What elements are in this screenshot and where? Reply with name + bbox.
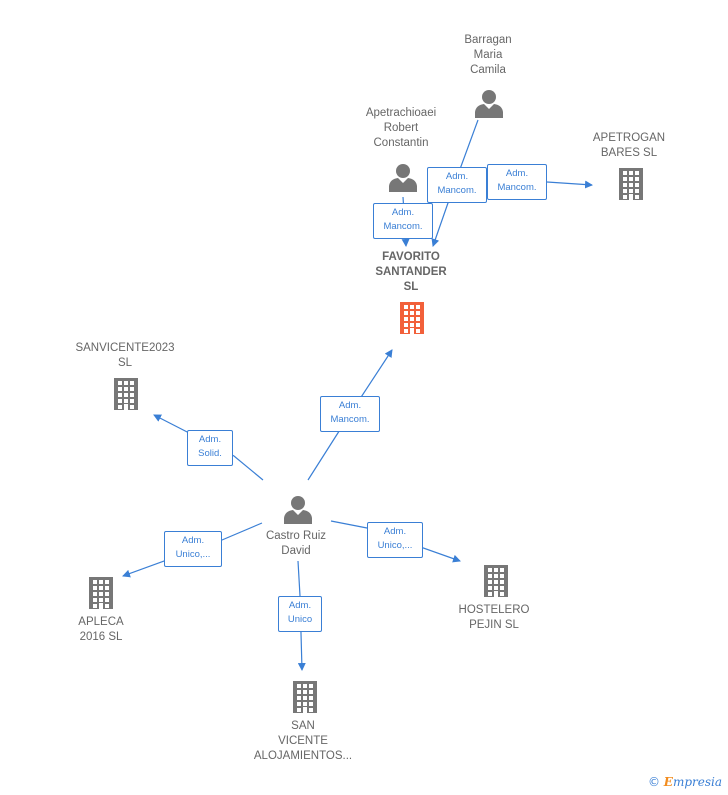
- icons-layer: [89, 90, 643, 713]
- edges-layer: [122, 119, 593, 671]
- building-icon-hostelero[interactable]: [484, 565, 508, 597]
- building-icon-sanvicente-aloj[interactable]: [293, 681, 317, 713]
- node-label-apetrogan[interactable]: APETROGAN BARES SL: [592, 132, 666, 159]
- person-icon-castro[interactable]: [284, 496, 312, 524]
- building-icon-apetrogan[interactable]: [619, 168, 643, 200]
- edge-barragan-apetrogan: [546, 180, 593, 189]
- edge-label-castro-hostelero[interactable]: Adm. Unico,...: [367, 522, 423, 558]
- node-label-castro[interactable]: Castro Ruiz David: [265, 530, 327, 557]
- node-label-barragan[interactable]: Barragan Maria Camila: [464, 34, 512, 76]
- brand-initial: E: [663, 775, 673, 789]
- footer-brand: © Empresia: [648, 775, 722, 789]
- building-icon-sanvicente2023[interactable]: [114, 378, 138, 410]
- node-label-sanvicente2023[interactable]: SANVICENTE2023 SL: [75, 342, 175, 369]
- building-icon-apleca[interactable]: [89, 577, 113, 609]
- edge-label-castro-favorito[interactable]: Adm. Mancom.: [320, 396, 380, 432]
- edge-label-castro-sanvicente-aloj[interactable]: Adm. Unico: [278, 596, 322, 632]
- edge-castro-apleca: [122, 522, 263, 578]
- edge-label-barragan-apetrogan[interactable]: Adm. Mancom.: [487, 164, 547, 200]
- person-icon-apetrachioaei[interactable]: [389, 164, 417, 192]
- person-icon-barragan[interactable]: [475, 90, 503, 118]
- edge-label-barragan-favorito[interactable]: Adm. Mancom.: [427, 167, 487, 203]
- edge-label-apetrachioaei-favorito[interactable]: Adm. Mancom.: [373, 203, 433, 239]
- node-label-favorito[interactable]: FAVORITO SANTANDER SL: [375, 251, 447, 293]
- edge-castro-sanvicente2023: [153, 414, 264, 481]
- edge-label-castro-sanvicente2023[interactable]: Adm. Solid.: [187, 430, 233, 466]
- copyright-icon: ©: [647, 775, 660, 789]
- node-label-hostelero[interactable]: HOSTELERO PEJIN SL: [458, 604, 530, 631]
- building-icon-favorito[interactable]: [400, 302, 424, 334]
- node-label-apetrachioaei[interactable]: Apetrachioaei Robert Constantin: [365, 107, 437, 149]
- node-label-apleca[interactable]: APLECA 2016 SL: [78, 616, 124, 643]
- edge-label-castro-apleca[interactable]: Adm. Unico,...: [164, 531, 222, 567]
- node-label-sanvicente-aloj[interactable]: SAN VICENTE ALOJAMIENTOS...: [253, 720, 353, 762]
- brand-name: mpresia: [672, 775, 722, 789]
